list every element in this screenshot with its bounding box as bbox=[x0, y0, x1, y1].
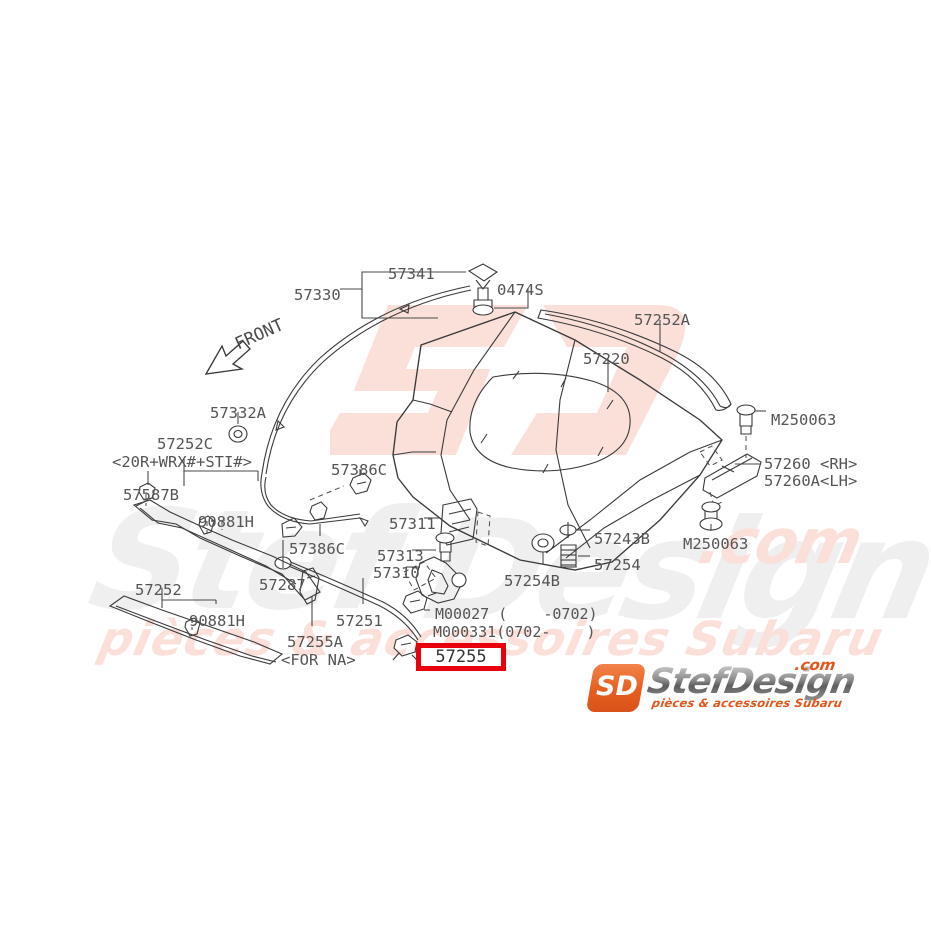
part-label-57386C-lower: 57386C bbox=[289, 540, 345, 558]
part-label-57260-rh: 57260 <RH> bbox=[764, 455, 858, 473]
part-label-57252: 57252 bbox=[135, 581, 182, 599]
front-direction-arrow-icon bbox=[204, 340, 251, 375]
part-label-57251: 57251 bbox=[336, 612, 383, 630]
part-label-m250063-upper: M250063 bbox=[771, 411, 837, 429]
part-label-57310: 57310 bbox=[373, 564, 420, 582]
part-label-m00027: M00027 ( -0702) bbox=[435, 605, 598, 623]
part-label-57330: 57330 bbox=[294, 286, 341, 304]
part-label-57255A: 57255A bbox=[287, 633, 343, 651]
part-label-57386C-upper: 57386C bbox=[331, 461, 387, 479]
stefdesign-logo[interactable]: SD StefDesign .com pièces & accessoires … bbox=[585, 656, 860, 718]
part-label-57252C-qualifier: <20R+WRX#+STI#> bbox=[112, 453, 252, 471]
highlighted-part-label: 57255 bbox=[435, 647, 487, 667]
part-label-57254: 57254 bbox=[594, 556, 641, 574]
part-label-m000331: M000331(0702- ) bbox=[433, 623, 596, 641]
part-label-57341: 57341 bbox=[388, 265, 435, 283]
highlighted-part-57255[interactable]: 57255 bbox=[416, 643, 506, 671]
part-label-57260A-lh: 57260A<LH> bbox=[764, 472, 858, 490]
logo-monogram: SD bbox=[596, 671, 638, 702]
part-label-57252A: 57252A bbox=[634, 311, 690, 329]
part-label-57313: 57313 bbox=[377, 547, 424, 565]
part-label-90881H-lower: 90881H bbox=[189, 612, 245, 630]
part-label-57255A-qualifier: <FOR NA> bbox=[281, 651, 356, 669]
part-label-57252C: 57252C bbox=[157, 435, 213, 453]
part-label-90881H-upper: 90881H bbox=[198, 513, 254, 531]
logo-tagline: pièces & accessoires Subaru bbox=[650, 696, 844, 710]
part-label-0474S: 0474S bbox=[497, 281, 544, 299]
part-label-57220: 57220 bbox=[583, 350, 630, 368]
part-label-57587B: 57587B bbox=[123, 486, 179, 504]
part-label-57332A: 57332A bbox=[210, 404, 266, 422]
part-label-m250063-lower: M250063 bbox=[683, 535, 749, 553]
part-label-57254B: 57254B bbox=[504, 572, 560, 590]
part-label-57243B: 57243B bbox=[594, 530, 650, 548]
part-label-57287: 57287 bbox=[259, 576, 306, 594]
part-label-57311: 57311 bbox=[389, 515, 436, 533]
logo-domain: .com bbox=[793, 656, 838, 674]
